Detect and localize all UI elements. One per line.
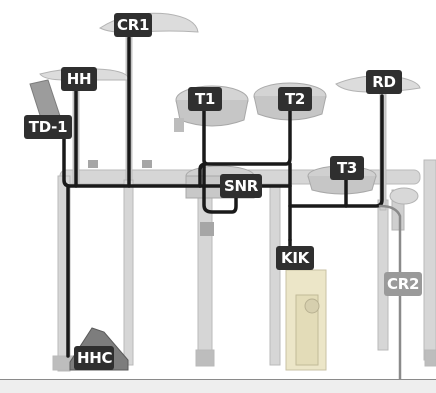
label-tom3: T3 — [330, 156, 364, 180]
rack-clamps — [88, 160, 214, 236]
label-tom1: T1 — [188, 87, 222, 111]
label-crash1: CR1 — [114, 13, 152, 37]
label-hihat-controller: HHC — [74, 346, 114, 370]
crash2-cable — [378, 204, 402, 384]
label-hihat: HH — [61, 67, 97, 91]
label-ride: RD — [366, 70, 402, 94]
label-snare: SNR — [220, 174, 262, 198]
label-tom2: T2 — [278, 87, 312, 111]
label-crash2: CR2 — [384, 272, 422, 296]
label-td1-module: TD-1 — [24, 115, 72, 139]
label-kick: KIK — [276, 246, 314, 270]
kick-pad — [285, 269, 327, 371]
floor-strip — [0, 379, 436, 393]
